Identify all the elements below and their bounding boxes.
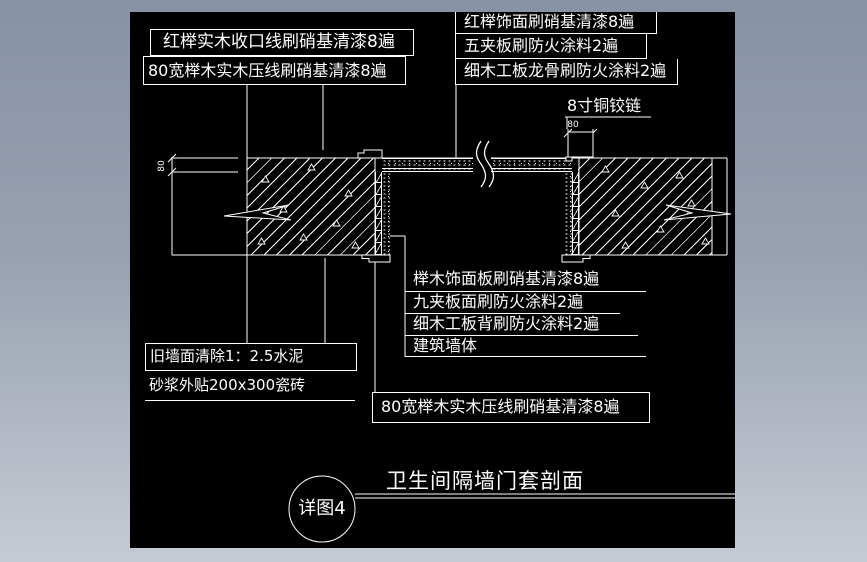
- callout-top-left-1: 红榉实木收口线刷硝基清漆8遍: [150, 29, 414, 56]
- detail-tag-label: 详图4: [298, 498, 346, 519]
- right-wall-hatch: [578, 158, 712, 255]
- drawing-title: 卫生间隔墙门套剖面: [386, 469, 584, 493]
- callout-bottom-left-2: 砂浆外贴200x300瓷砖: [145, 372, 355, 401]
- dim-right-casing: 80: [567, 120, 579, 130]
- callout-mid-right-2: 九夹板面刷防火涂料2遍: [405, 292, 620, 314]
- callout-top-right-3: 细木工板龙骨刷防火涂料2遍: [455, 59, 678, 85]
- left-wall-hatch: [247, 158, 375, 255]
- callout-mid-right-4: 建筑墙体: [405, 336, 646, 357]
- leader-lines: [246, 85, 651, 392]
- wall-outline: [171, 157, 728, 256]
- callout-top-left-2: 80宽榉木实木压线刷硝基清漆8遍: [143, 56, 406, 85]
- callout-hinge: 8寸铜铰链: [567, 97, 642, 115]
- break-marks: [223, 204, 732, 221]
- section-linework: [167, 85, 735, 543]
- detail-tag-circle: [288, 475, 356, 543]
- callout-top-right-1: 红榉饰面刷硝基清漆8遍: [455, 12, 657, 34]
- left-jamb-board-strip: [382, 172, 390, 262]
- callout-mid-right-1: 榉木饰面板刷硝基清漆8遍: [405, 267, 646, 292]
- title-block: [288, 475, 735, 543]
- head-band-break: [473, 140, 495, 188]
- aggregate-hatch-marks: [257, 163, 710, 249]
- dim-left-wall: 80: [157, 160, 167, 172]
- right-jamb-board-strip: [564, 172, 572, 262]
- casing-profiles: [357, 131, 594, 263]
- callout-mid-right-3: 细木工板背刷防火涂料2遍: [405, 314, 638, 336]
- callout-top-right-2: 五夹板刷防火涂料2遍: [455, 34, 647, 59]
- drawing-canvas: 红榉实木收口线刷硝基清漆8遍 80宽榉木实木压线刷硝基清漆8遍 红榉饰面刷硝基清…: [130, 12, 735, 548]
- callout-bottom-mid: 80宽榉木实木压线刷硝基清漆8遍: [372, 392, 650, 423]
- callout-bottom-left-1: 旧墙面清除1：2.5水泥: [145, 343, 357, 371]
